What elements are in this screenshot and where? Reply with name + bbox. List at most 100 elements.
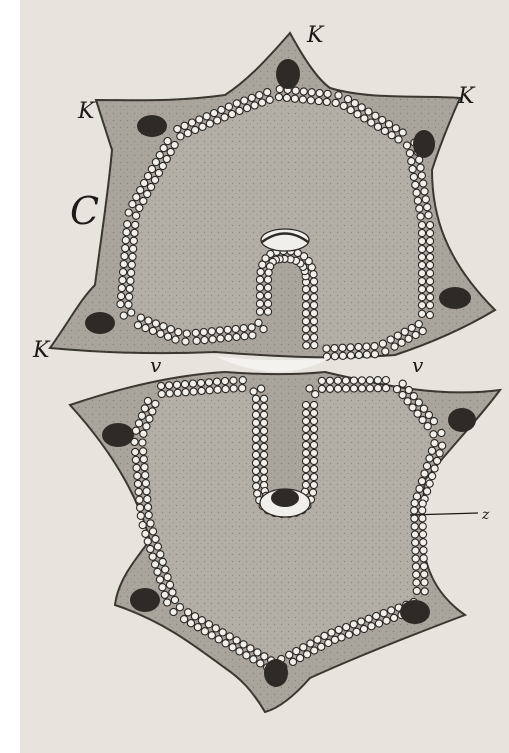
epithelial-cell bbox=[260, 326, 267, 333]
epithelial-cell bbox=[431, 465, 438, 472]
epithelial-cell bbox=[144, 173, 151, 180]
epithelial-cell bbox=[308, 89, 315, 96]
epithelial-cell bbox=[399, 129, 406, 136]
epithelial-cell bbox=[225, 103, 232, 110]
k-upper-left-label: K bbox=[77, 99, 96, 124]
nucleus-lower-left bbox=[102, 423, 134, 447]
epithelial-cell bbox=[133, 212, 140, 219]
epithelial-cell bbox=[418, 262, 425, 269]
epithelial-cell bbox=[233, 100, 240, 107]
epithelial-cell bbox=[382, 348, 389, 355]
epithelial-cell bbox=[152, 561, 159, 568]
epithelial-cell bbox=[252, 419, 259, 426]
epithelial-cell bbox=[241, 333, 248, 340]
epithelial-cell bbox=[326, 377, 333, 384]
epithelial-cell bbox=[310, 278, 317, 285]
epithelial-cell bbox=[421, 588, 428, 595]
epithelial-cell bbox=[395, 136, 402, 143]
epithelial-cell bbox=[156, 152, 163, 159]
epithelial-cell bbox=[411, 507, 418, 514]
epithelial-cell bbox=[412, 331, 419, 338]
epithelial-cell bbox=[264, 292, 271, 299]
epithelial-cell bbox=[261, 653, 268, 660]
epithelial-cell bbox=[415, 399, 422, 406]
epithelial-cell bbox=[418, 294, 425, 301]
epithelial-cell bbox=[143, 488, 150, 495]
epithelial-cell bbox=[342, 385, 349, 392]
epithelial-cell bbox=[159, 558, 166, 565]
epithelial-cell bbox=[430, 418, 437, 425]
epithelial-cell bbox=[190, 388, 197, 395]
epithelial-cell bbox=[310, 271, 317, 278]
epithelial-cell bbox=[355, 351, 362, 358]
epithelial-cell bbox=[310, 326, 317, 333]
epithelial-cell bbox=[404, 398, 411, 405]
epithelial-cell bbox=[152, 320, 159, 327]
epithelial-cell bbox=[358, 618, 365, 625]
epithelial-cell bbox=[420, 405, 427, 412]
epithelial-cell bbox=[412, 539, 419, 546]
epithelial-cell bbox=[426, 262, 433, 269]
epithelial-cell bbox=[418, 222, 425, 229]
epithelial-cell bbox=[140, 197, 147, 204]
epithelial-cell bbox=[425, 411, 432, 418]
epithelial-cell bbox=[413, 493, 420, 500]
epithelial-cell bbox=[331, 353, 338, 360]
epithelial-cell bbox=[334, 385, 341, 392]
epithelial-cell bbox=[426, 480, 433, 487]
epithelial-cell bbox=[181, 381, 188, 388]
epithelial-cell bbox=[182, 389, 189, 396]
epithelial-cell bbox=[365, 615, 372, 622]
epithelial-cell bbox=[206, 120, 213, 127]
epithelial-cell bbox=[424, 423, 431, 430]
epithelial-cell bbox=[310, 474, 317, 481]
epithelial-cell bbox=[134, 480, 141, 487]
epithelial-cell bbox=[413, 579, 420, 586]
epithelial-cell bbox=[224, 326, 231, 333]
epithelial-cell bbox=[265, 269, 272, 276]
epithelial-cell bbox=[143, 423, 150, 430]
epithelial-cell bbox=[147, 520, 154, 527]
epithelial-cell bbox=[147, 545, 154, 552]
epithelial-cell bbox=[302, 409, 309, 416]
epithelial-cell bbox=[342, 377, 349, 384]
epithelial-cell bbox=[151, 176, 158, 183]
epithelial-cell bbox=[345, 631, 352, 638]
epithelial-cell bbox=[121, 253, 128, 260]
epithelial-cell bbox=[129, 201, 136, 208]
epithelial-cell bbox=[142, 472, 149, 479]
epithelial-cell bbox=[399, 391, 406, 398]
epithelial-cell bbox=[256, 300, 263, 307]
epithelial-cell bbox=[208, 328, 215, 335]
epithelial-cell bbox=[173, 381, 180, 388]
epithelial-cell bbox=[256, 292, 263, 299]
epithelial-cell bbox=[252, 443, 259, 450]
epithelial-cell bbox=[302, 302, 309, 309]
epithelial-cell bbox=[199, 123, 206, 130]
epithelial-cell bbox=[120, 261, 127, 268]
epithelial-cell bbox=[120, 269, 127, 276]
epithelial-cell bbox=[119, 277, 126, 284]
epithelial-cell bbox=[252, 427, 259, 434]
epithelial-cell bbox=[118, 285, 125, 292]
epithelial-cell bbox=[403, 142, 410, 149]
epithelial-cell bbox=[310, 433, 317, 440]
epithelial-cell bbox=[385, 121, 392, 128]
epithelial-cell bbox=[430, 431, 437, 438]
epithelial-cell bbox=[264, 308, 271, 315]
epithelial-cell bbox=[438, 429, 445, 436]
epithelial-cell bbox=[408, 158, 415, 165]
epithelial-cell bbox=[302, 441, 309, 448]
epithelial-cell bbox=[420, 180, 427, 187]
epithelial-cell bbox=[137, 504, 144, 511]
epithelial-cell bbox=[252, 435, 259, 442]
epithelial-cell bbox=[351, 100, 358, 107]
epithelial-cell bbox=[244, 105, 251, 112]
epithelial-cell bbox=[413, 587, 420, 594]
epithelial-cell bbox=[439, 442, 446, 449]
epithelial-cell bbox=[302, 466, 309, 473]
epithelial-cell bbox=[125, 301, 132, 308]
epithelial-cell bbox=[409, 404, 416, 411]
epithelial-cell bbox=[392, 125, 399, 132]
epithelial-cell bbox=[421, 188, 428, 195]
